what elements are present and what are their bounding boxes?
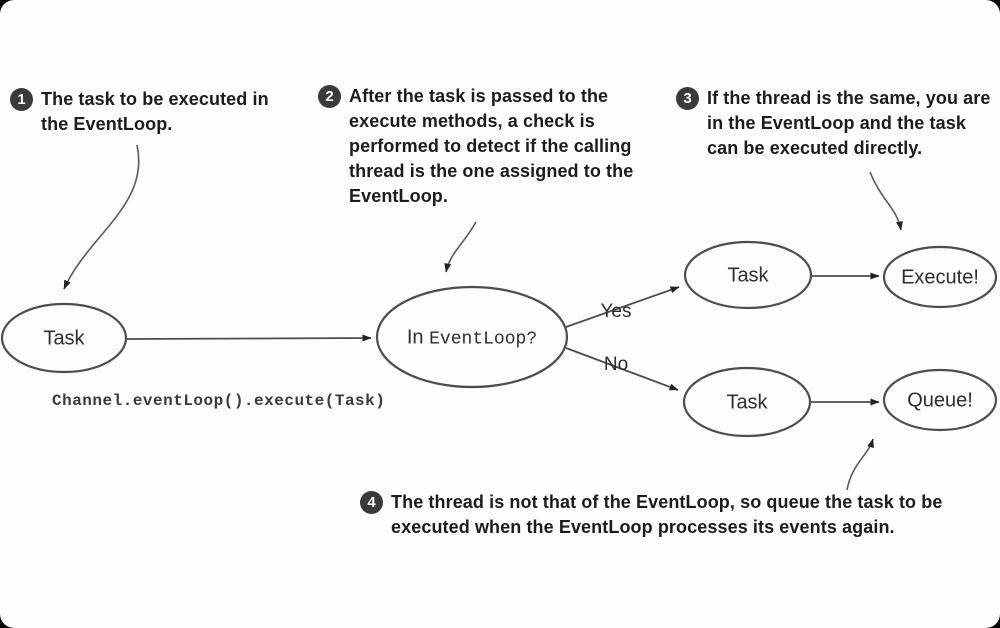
leader-arrow-2 [444, 221, 477, 273]
step-1-badge: 1 [10, 88, 33, 111]
decision-ellipse [375, 285, 569, 389]
edge-no [565, 347, 679, 391]
callout-1: 1 The task to be executed in the EventLo… [10, 87, 290, 137]
queue-label: Queue! [907, 389, 973, 412]
callout-4-text: The thread is not that of the EventLoop,… [391, 492, 943, 537]
leader-arrow-1 [63, 144, 140, 290]
leader-arrow-4 [846, 438, 874, 491]
task-no-ellipse [682, 366, 812, 438]
step-4-badge: 4 [360, 491, 383, 514]
task-input-label: Task [43, 327, 85, 350]
edge-task-to-decision [126, 334, 372, 342]
step-2-badge: 2 [318, 85, 341, 108]
decision-label: In EventLoop? [407, 327, 537, 350]
edge-yes [565, 286, 680, 328]
execute-label: Execute! [901, 266, 979, 289]
task-yes-ellipse [683, 240, 813, 310]
yes-edge-label: Yes [600, 301, 632, 322]
step-3-badge: 3 [676, 87, 699, 110]
task-yes-label: Task [727, 264, 769, 287]
no-edge-label: No [603, 354, 629, 375]
decision-label-prefix: In [406, 326, 430, 349]
callout-1-text: The task to be executed in the EventLoop… [41, 89, 269, 134]
task-input-ellipse [0, 302, 128, 374]
decision-label-code: EventLoop? [429, 329, 538, 350]
callout-3: 3 If the thread is the same, you are in … [676, 86, 998, 161]
execute-ellipse [882, 245, 998, 309]
code-caption: Channel.eventLoop().execute(Task) [52, 392, 386, 410]
task-no-label: Task [726, 391, 768, 414]
callout-2-text: After the task is passed to the execute … [349, 86, 634, 206]
callout-2: 2 After the task is passed to the execut… [318, 84, 648, 209]
callout-4: 4 The thread is not that of the EventLoo… [360, 490, 995, 540]
callout-3-text: If the thread is the same, you are in th… [707, 88, 991, 158]
queue-ellipse [882, 368, 998, 432]
leader-arrow-3 [869, 171, 903, 231]
